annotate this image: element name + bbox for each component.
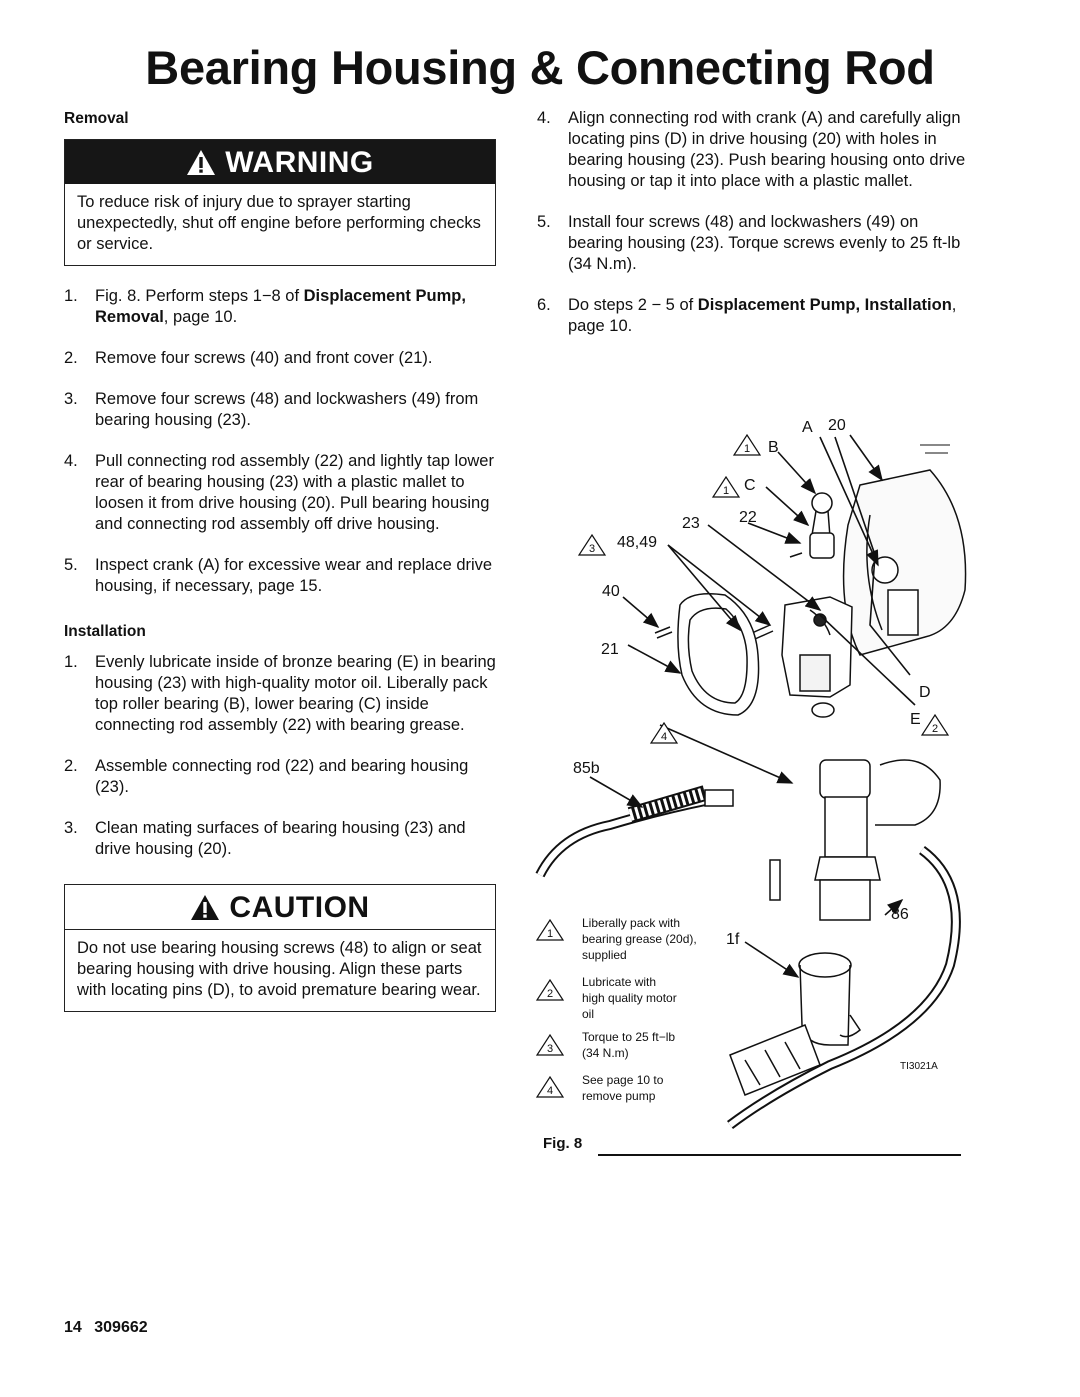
callout-21: 21 [601, 641, 619, 658]
svg-text:2: 2 [932, 723, 938, 735]
svg-text:1: 1 [744, 443, 750, 455]
step-text: Fig. 8. Perform steps 1−8 of Displacemen… [95, 287, 466, 326]
step-number: 5. [537, 213, 551, 231]
note-4: See page 10 to remove pump [582, 1073, 664, 1103]
note-2: Lubricate with high quality motor oil [582, 975, 677, 1021]
list-item: 2. Assemble connecting rod (22) and bear… [64, 756, 496, 798]
step-number: 1. [64, 653, 78, 671]
step-number: 3. [64, 819, 78, 837]
step-number: 3. [64, 390, 78, 408]
warning-box: WARNING To reduce risk of injury due to … [64, 139, 496, 266]
figure-code: TI3021A [900, 1061, 938, 1072]
removal-heading: Removal [64, 110, 129, 127]
note-1: Liberally pack with bearing grease (20d)… [582, 916, 697, 962]
note-3: Torque to 25 ft−lb (34 N.m) [582, 1030, 676, 1060]
callout-b: B [768, 439, 779, 456]
callout-85b: 85b [573, 760, 600, 777]
warning-icon [187, 149, 216, 175]
step-text: Inspect crank (A) for excessive wear and… [95, 556, 493, 595]
callout-20: 20 [828, 417, 846, 434]
step-number: 2. [64, 757, 78, 775]
figure-caption: Fig. 8 [543, 1135, 583, 1152]
caution-text: Do not use bearing housing screws (48) t… [77, 939, 482, 999]
step-number: 2. [64, 349, 78, 367]
figure-8-diagram: 1 1 3 2 4 1 2 3 4 A 20 B C 22 23 48,49 4… [530, 405, 980, 1165]
step-text: Align connecting rod with crank (A) and … [568, 109, 966, 190]
list-item: 4. Align connecting rod with crank (A) a… [537, 108, 967, 192]
callout-d: D [919, 684, 931, 701]
figure-caption-rule [598, 1154, 961, 1156]
caution-icon [191, 894, 220, 920]
step-text: Clean mating surfaces of bearing housing… [95, 819, 466, 858]
list-item: 6. Do steps 2 − 5 of Displacement Pump, … [537, 295, 967, 337]
warning-header: WARNING [65, 140, 495, 184]
callout-40: 40 [602, 583, 620, 600]
step-number: 5. [64, 556, 78, 574]
svg-text:4: 4 [547, 1085, 553, 1097]
callout-1f: 1f [726, 931, 740, 948]
svg-text:4: 4 [661, 731, 667, 743]
svg-text:1: 1 [723, 485, 729, 497]
step-text: Do steps 2 − 5 of Displacement Pump, Ins… [568, 296, 957, 335]
step-text: Install four screws (48) and lockwashers… [568, 213, 961, 273]
list-item: 3. Clean mating surfaces of bearing hous… [64, 818, 496, 860]
svg-text:1: 1 [547, 928, 553, 940]
step-text: Assemble connecting rod (22) and bearing… [95, 757, 469, 796]
installation-heading: Installation [64, 623, 146, 640]
callout-e: E [910, 711, 921, 728]
svg-text:3: 3 [547, 1043, 553, 1055]
step-number: 4. [537, 109, 551, 127]
step-text: Remove four screws (48) and lockwashers … [95, 390, 479, 429]
list-item: 2. Remove four screws (40) and front cov… [64, 348, 496, 369]
step-number: 4. [64, 452, 78, 470]
callout-86: 86 [891, 906, 909, 923]
callout-22: 22 [739, 509, 757, 526]
caution-label: CAUTION [229, 890, 370, 924]
list-item: 5. Inspect crank (A) for excessive wear … [64, 555, 496, 597]
caution-box: CAUTION Do not use bearing housing screw… [64, 884, 496, 1012]
list-item: 1. Evenly lubricate inside of bronze bea… [64, 652, 496, 736]
step-text: Pull connecting rod assembly (22) and li… [95, 452, 494, 533]
page-footer: 14 309662 [64, 1319, 148, 1336]
warning-label: WARNING [225, 145, 374, 179]
right-column: 4. Align connecting rod with crank (A) a… [537, 108, 967, 357]
exploded-view-drawing: 1 1 3 2 4 1 2 3 4 [535, 433, 967, 1130]
page-title: Bearing Housing & Connecting Rod [145, 41, 935, 94]
list-item: 5. Install four screws (48) and lockwash… [537, 212, 967, 275]
svg-text:3: 3 [589, 543, 595, 555]
step-text: Remove four screws (40) and front cover … [95, 349, 433, 367]
step-number: 6. [537, 296, 551, 314]
warning-text: To reduce risk of injury due to sprayer … [77, 193, 481, 253]
left-column: Removal WARNING To reduce risk of injury… [64, 108, 496, 1032]
callout-a: A [802, 419, 813, 436]
callout-48-49: 48,49 [617, 534, 658, 551]
callout-c: C [744, 477, 756, 494]
list-item: 4. Pull connecting rod assembly (22) and… [64, 451, 496, 535]
callout-23: 23 [682, 515, 700, 532]
step-number: 1. [64, 287, 78, 305]
svg-text:2: 2 [547, 988, 553, 1000]
step-text: Evenly lubricate inside of bronze bearin… [95, 653, 496, 734]
list-item: 1. Fig. 8. Perform steps 1−8 of Displace… [64, 286, 496, 328]
caution-header: CAUTION [65, 885, 495, 930]
list-item: 3. Remove four screws (48) and lockwashe… [64, 389, 496, 431]
